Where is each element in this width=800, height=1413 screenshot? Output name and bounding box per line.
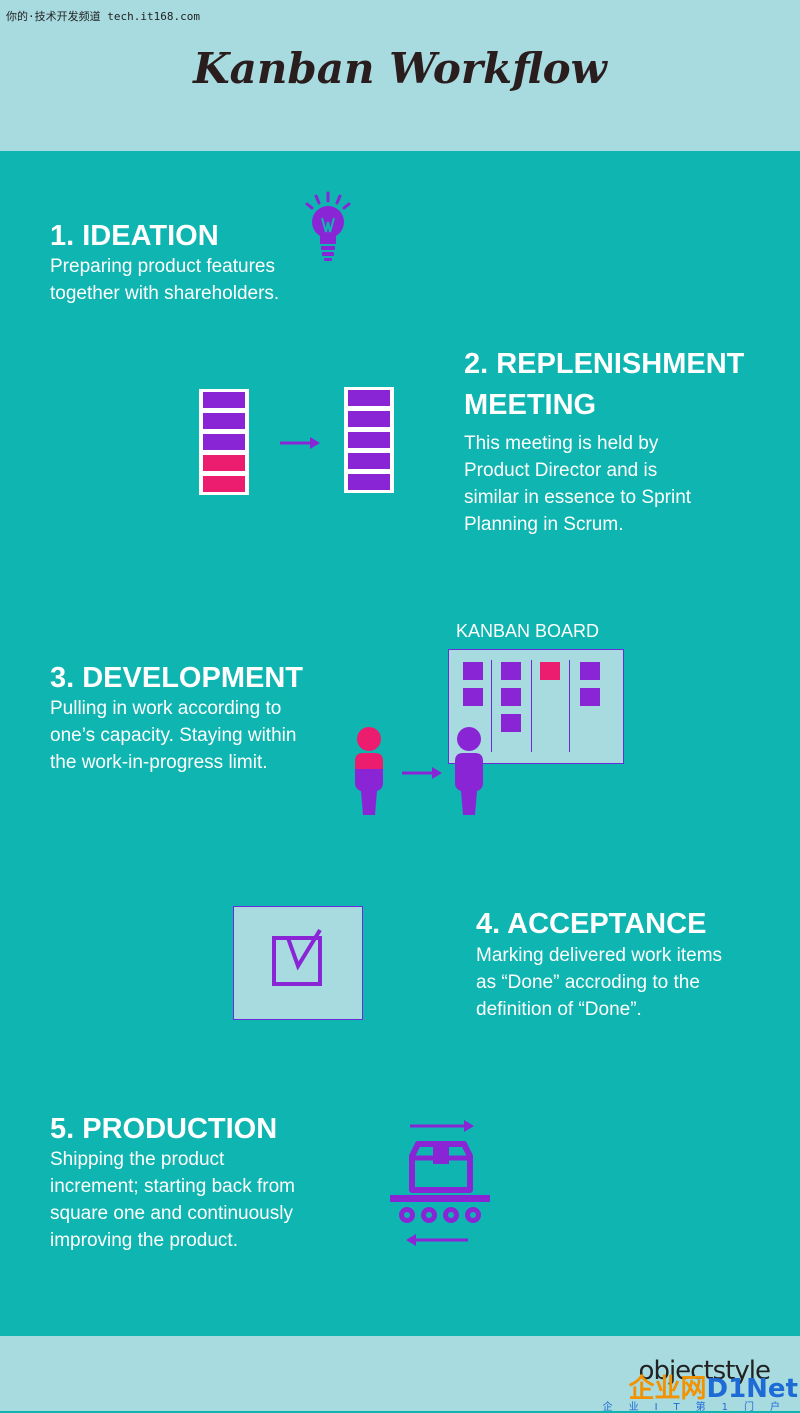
backlog-stack-before xyxy=(199,389,249,495)
top-watermark: 你的·技术开发频道 tech.it168.com xyxy=(6,10,200,23)
backlog-item xyxy=(203,455,245,471)
backlog-item xyxy=(348,411,390,427)
header-band xyxy=(0,0,800,151)
step-2-text-line-2: Product Director and is xyxy=(464,460,658,481)
d1net-tagline: 企业IT第1门户 xyxy=(602,1402,796,1413)
step-3-text-line-1: Pulling in work according to xyxy=(50,698,282,719)
board-column-divider xyxy=(491,660,492,752)
page-title: Kanban Workflow xyxy=(193,44,607,93)
step-4-text-line-2: as “Done” accroding to the xyxy=(476,972,700,993)
step-5-text-line-4: improving the product. xyxy=(50,1230,238,1251)
step-3-text-line-2: one’s capacity. Staying within xyxy=(50,725,297,746)
board-card xyxy=(501,714,521,732)
step-4-text-line-1: Marking delivered work items xyxy=(476,945,723,966)
step-2-title-line-2: MEETING xyxy=(464,389,597,421)
lightbulb-icon xyxy=(305,191,351,261)
step-5-text-line-1: Shipping the product xyxy=(50,1149,225,1170)
step-5-text-line-2: increment; starting back from xyxy=(50,1176,295,1197)
backlog-item xyxy=(348,390,390,406)
d1net-watermark-cn: 企业网 xyxy=(628,1374,707,1404)
objectstyle-logo: objectstyle xyxy=(638,1356,771,1386)
board-card xyxy=(580,688,600,706)
step-3-title: 3. DEVELOPMENT xyxy=(50,662,303,694)
step-2-text-line-1: This meeting is held by xyxy=(464,433,659,454)
step-5-text-line-3: square one and continuously xyxy=(50,1203,293,1224)
kanban-board-label: KANBAN BOARD xyxy=(456,621,600,641)
d1net-watermark-en: D1Net xyxy=(706,1374,799,1404)
step-4-title: 4. ACCEPTANCE xyxy=(476,908,707,940)
backlog-item xyxy=(203,434,245,450)
board-card xyxy=(540,662,560,680)
step-2-text-line-4: Planning in Scrum. xyxy=(464,514,624,535)
board-column-divider xyxy=(569,660,570,752)
step-4-text-line-3: definition of “Done”. xyxy=(476,999,642,1020)
step-1-text-line-1: Preparing product features xyxy=(50,256,275,277)
board-card xyxy=(463,688,483,706)
board-card xyxy=(501,662,521,680)
step-1-title: 1. IDEATION xyxy=(50,220,219,252)
step-2-title-line-1: 2. REPLENISHMENT xyxy=(464,348,745,380)
conveyor-belt-icon xyxy=(390,1120,490,1246)
backlog-item xyxy=(203,476,245,492)
d1net-watermark: 企业网D1Net xyxy=(628,1368,798,1405)
board-column-divider xyxy=(531,660,532,752)
kanban-board xyxy=(448,649,624,764)
checkbox-icon xyxy=(272,928,322,986)
step-1-text-line-2: together with shareholders. xyxy=(50,283,280,304)
right-arrow-icon xyxy=(280,437,320,449)
right-arrow-icon xyxy=(402,767,442,779)
board-card xyxy=(463,662,483,680)
step-3-text-line-3: the work-in-progress limit. xyxy=(50,752,268,773)
backlog-item xyxy=(348,453,390,469)
board-card xyxy=(501,688,521,706)
backlog-item xyxy=(203,392,245,408)
step-5-title: 5. PRODUCTION xyxy=(50,1113,278,1145)
backlog-item xyxy=(203,413,245,429)
backlog-item xyxy=(348,432,390,448)
board-card xyxy=(580,662,600,680)
footer-band xyxy=(0,1336,800,1411)
step-2-text-line-3: similar in essence to Sprint xyxy=(464,487,692,508)
person-purple-icon xyxy=(455,727,483,815)
backlog-stack-after xyxy=(344,387,394,493)
backlog-item xyxy=(348,474,390,490)
main-panel xyxy=(0,151,800,1336)
person-pink-icon xyxy=(355,727,383,815)
